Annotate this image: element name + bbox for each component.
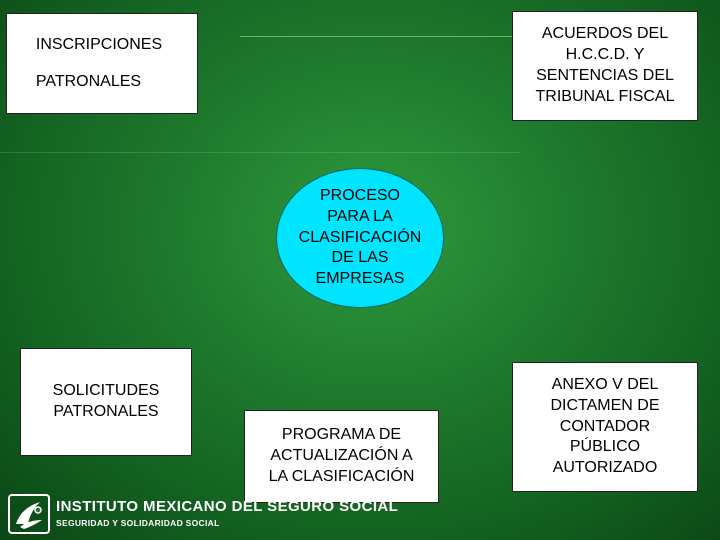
acuerdos-box: ACUERDOS DEL H.C.C.D. Y SENTENCIAS DEL T…	[512, 11, 698, 121]
solicitudes-patronales-box: SOLICITUDES PATRONALES	[20, 348, 192, 456]
acuerdos-label: ACUERDOS DEL H.C.C.D. Y SENTENCIAS DEL T…	[535, 25, 675, 105]
central-process-circle: PROCESO PARA LA CLASIFICACIÓN DE LAS EMP…	[276, 168, 444, 308]
central-process-label: PROCESO PARA LA CLASIFICACIÓN DE LAS EMP…	[298, 187, 422, 288]
institution-tagline: SEGURIDAD Y SOLIDARIDAD SOCIAL	[56, 518, 220, 528]
decorative-line	[240, 36, 512, 37]
inscripciones-patronales-box: INSCRIPCIONES PATRONALES	[6, 13, 198, 114]
solicitudes-label: SOLICITUDES PATRONALES	[52, 382, 160, 420]
anexo-label: ANEXO V DEL DICTAMEN DE CONTADOR PÚBLICO…	[550, 376, 660, 477]
anexo-dictamen-box: ANEXO V DEL DICTAMEN DE CONTADOR PÚBLICO…	[512, 362, 698, 492]
institution-name: INSTITUTO MEXICANO DEL SEGURO SOCIAL	[56, 498, 399, 515]
imss-eagle-logo-icon	[8, 494, 50, 534]
footer-bar: INSTITUTO MEXICANO DEL SEGURO SOCIAL SEG…	[0, 488, 720, 540]
inscripciones-label: INSCRIPCIONES PATRONALES	[35, 35, 163, 90]
programa-label: PROGRAMA DE ACTUALIZACIÓN A LA CLASIFICA…	[268, 426, 415, 485]
programa-actualizacion-box: PROGRAMA DE ACTUALIZACIÓN A LA CLASIFICA…	[244, 410, 439, 503]
decorative-line	[0, 152, 520, 153]
